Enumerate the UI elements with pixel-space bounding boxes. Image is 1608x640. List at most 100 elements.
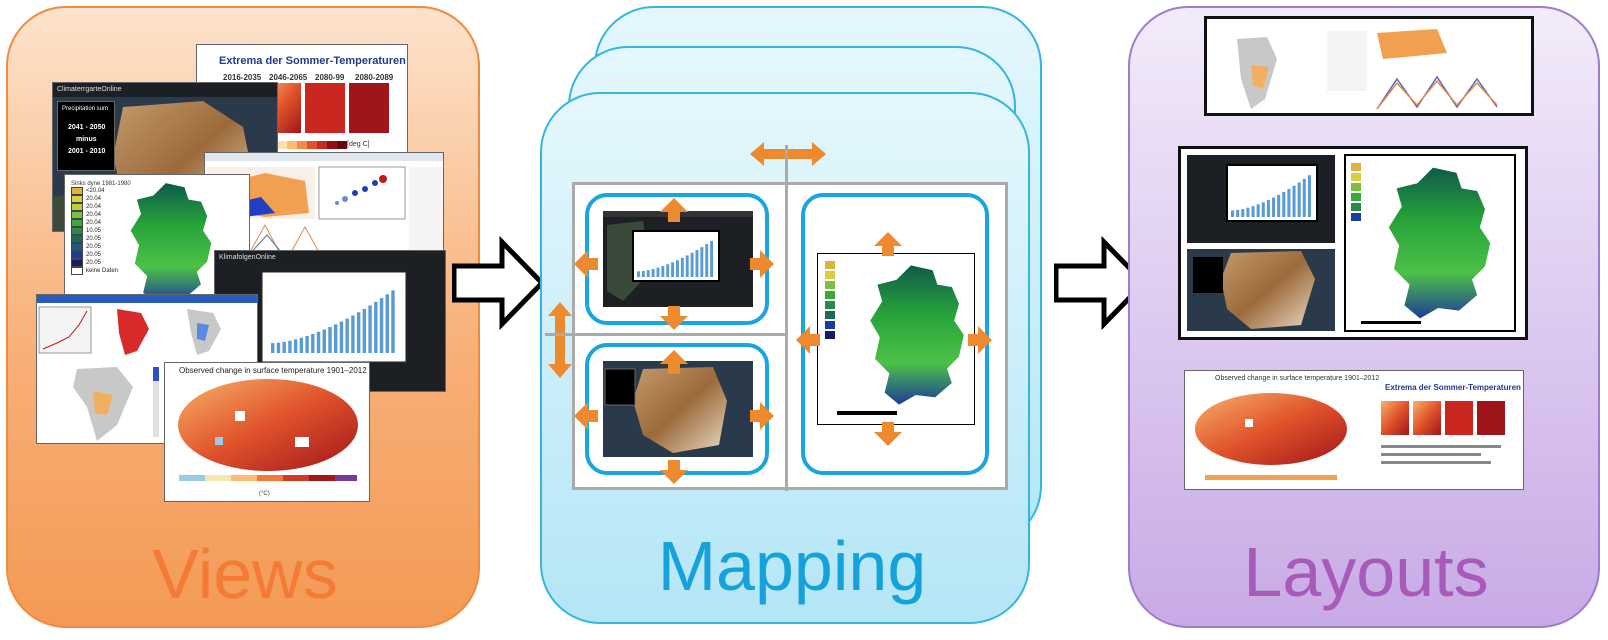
mini-bar bbox=[282, 341, 286, 353]
extrema-period-1: 2016-2035 bbox=[223, 73, 262, 82]
mini-bar bbox=[700, 247, 704, 277]
grid-divider-vertical bbox=[785, 145, 788, 491]
info-line-2: 2041 - 2050 bbox=[68, 124, 106, 131]
legend-item: 10.05 bbox=[71, 227, 131, 235]
mini-bar bbox=[1251, 206, 1255, 217]
legend-item: <20.04 bbox=[71, 187, 131, 195]
mini-bar bbox=[1277, 194, 1281, 217]
mini-bar bbox=[666, 264, 670, 277]
extrema-period-3: 2080-99 bbox=[315, 73, 345, 82]
mini-bar bbox=[646, 270, 650, 277]
extrema-unit: [deg C] bbox=[347, 141, 370, 148]
mini-bar bbox=[374, 301, 378, 353]
legend-swatch bbox=[71, 243, 83, 251]
layouts-label: Layouts bbox=[1243, 533, 1489, 611]
legend-label: 20.04 bbox=[86, 204, 102, 210]
mini-bar bbox=[1307, 175, 1311, 217]
mini-bar bbox=[1236, 209, 1240, 217]
germany-map bbox=[130, 183, 212, 303]
legend-label: 20.05 bbox=[86, 244, 102, 250]
mini-bar bbox=[1292, 185, 1296, 217]
cell-top-left-content bbox=[603, 211, 753, 307]
mini-bar bbox=[1287, 188, 1291, 217]
layout-thumbnail-3: Observed change in surface temperature 1… bbox=[1184, 370, 1524, 490]
legend-label: 20.05 bbox=[86, 260, 102, 266]
legend-swatch bbox=[71, 267, 83, 275]
info-line-4: 2001 - 2010 bbox=[68, 148, 106, 155]
cell-right bbox=[801, 193, 989, 475]
layout-2-graphics bbox=[1181, 149, 1525, 337]
mini-bar bbox=[345, 318, 349, 353]
layout-observed-title: Observed change in surface temperature 1… bbox=[1215, 375, 1380, 382]
mini-bar bbox=[710, 240, 714, 277]
south-america-graphics bbox=[37, 295, 257, 441]
mini-bar bbox=[351, 315, 355, 353]
views-panel: Extrema der Sommer-Temperaturen 2016-203… bbox=[6, 6, 480, 628]
mini-bar bbox=[637, 271, 640, 277]
legend-label: 20.05 bbox=[86, 252, 102, 258]
legend-item: 20.05 bbox=[71, 251, 131, 259]
mini-bar bbox=[1266, 200, 1270, 217]
mini-bar bbox=[305, 335, 309, 353]
klimafolgen-bar-chart bbox=[261, 271, 407, 363]
legend-item: 20.05 bbox=[71, 235, 131, 243]
extrema-title: Extrema der Sommer-Temperaturen bbox=[219, 55, 406, 67]
mini-bar bbox=[328, 326, 332, 353]
extrema-period-2: 2046-2065 bbox=[269, 73, 308, 82]
mini-bar bbox=[356, 312, 361, 353]
mini-bar bbox=[276, 342, 281, 353]
legend-swatch bbox=[71, 211, 83, 219]
layout-1-graphics bbox=[1207, 19, 1531, 113]
mini-bar bbox=[676, 260, 679, 277]
mini-bar bbox=[271, 343, 275, 353]
mini-bar bbox=[695, 250, 699, 277]
mini-bar bbox=[334, 324, 338, 353]
cell-bottom-left-content bbox=[603, 361, 753, 457]
vertical-resize-arrow-icon bbox=[548, 302, 572, 378]
views-label: Views bbox=[152, 535, 338, 613]
info-line-3: minus bbox=[76, 136, 97, 143]
legend-header: Sinks dyne 1981-1980 bbox=[71, 181, 131, 187]
klimafolgen-title: KlimafolgenOnline bbox=[219, 254, 276, 261]
mini-bar bbox=[690, 252, 694, 277]
mini-bar bbox=[1231, 210, 1235, 217]
mini-bar bbox=[311, 333, 315, 353]
observed-title: Observed change in surface temperature 1… bbox=[179, 366, 367, 375]
layout-3-graphics bbox=[1195, 393, 1505, 480]
extrema-colorbar bbox=[277, 141, 347, 149]
flow-arrow-icon bbox=[1054, 236, 1148, 330]
legend-label: 20.04 bbox=[86, 220, 102, 226]
legend-swatch bbox=[71, 219, 83, 227]
flow-arrow-icon bbox=[452, 236, 546, 330]
layout-thumbnail-2 bbox=[1178, 146, 1528, 340]
mini-bar bbox=[661, 266, 665, 277]
climate-app-title: ClimaterrgarteOnline bbox=[57, 86, 122, 93]
info-line-1: Precipitation sum bbox=[62, 106, 109, 112]
legend-swatch bbox=[71, 235, 83, 243]
legend-item: 20.05 bbox=[71, 243, 131, 251]
mini-bar bbox=[299, 337, 304, 353]
observed-map bbox=[178, 379, 358, 471]
observed-change-thumbnail: Observed change in surface temperature 1… bbox=[164, 362, 370, 502]
mini-bar bbox=[651, 268, 655, 277]
observed-colorbar bbox=[179, 475, 357, 481]
mini-bar bbox=[1241, 208, 1245, 217]
legend-swatch bbox=[71, 203, 83, 211]
legend-item: 20.05 bbox=[71, 259, 131, 267]
mapping-label: Mapping bbox=[657, 527, 927, 605]
mini-bar bbox=[1272, 197, 1276, 217]
mini-bar bbox=[368, 305, 372, 353]
climate-app-infobox: Precipitation sum 2041 - 2050 minus 2001… bbox=[57, 101, 115, 171]
legend-label: 10.05 bbox=[86, 228, 102, 234]
mini-bar bbox=[656, 267, 660, 277]
mapping-card-front: Mapping bbox=[540, 92, 1030, 624]
legend-item: 20.04 bbox=[71, 203, 131, 211]
legend-item: keine Daten bbox=[71, 267, 131, 275]
observed-unit: (°C) bbox=[259, 491, 270, 497]
layouts-panel: Observed change in surface temperature 1… bbox=[1128, 6, 1600, 628]
legend-swatch bbox=[71, 251, 83, 259]
layout-thumbnail-1 bbox=[1204, 16, 1534, 116]
legend-item: 20.04 bbox=[71, 211, 131, 219]
mini-bar bbox=[379, 298, 384, 353]
